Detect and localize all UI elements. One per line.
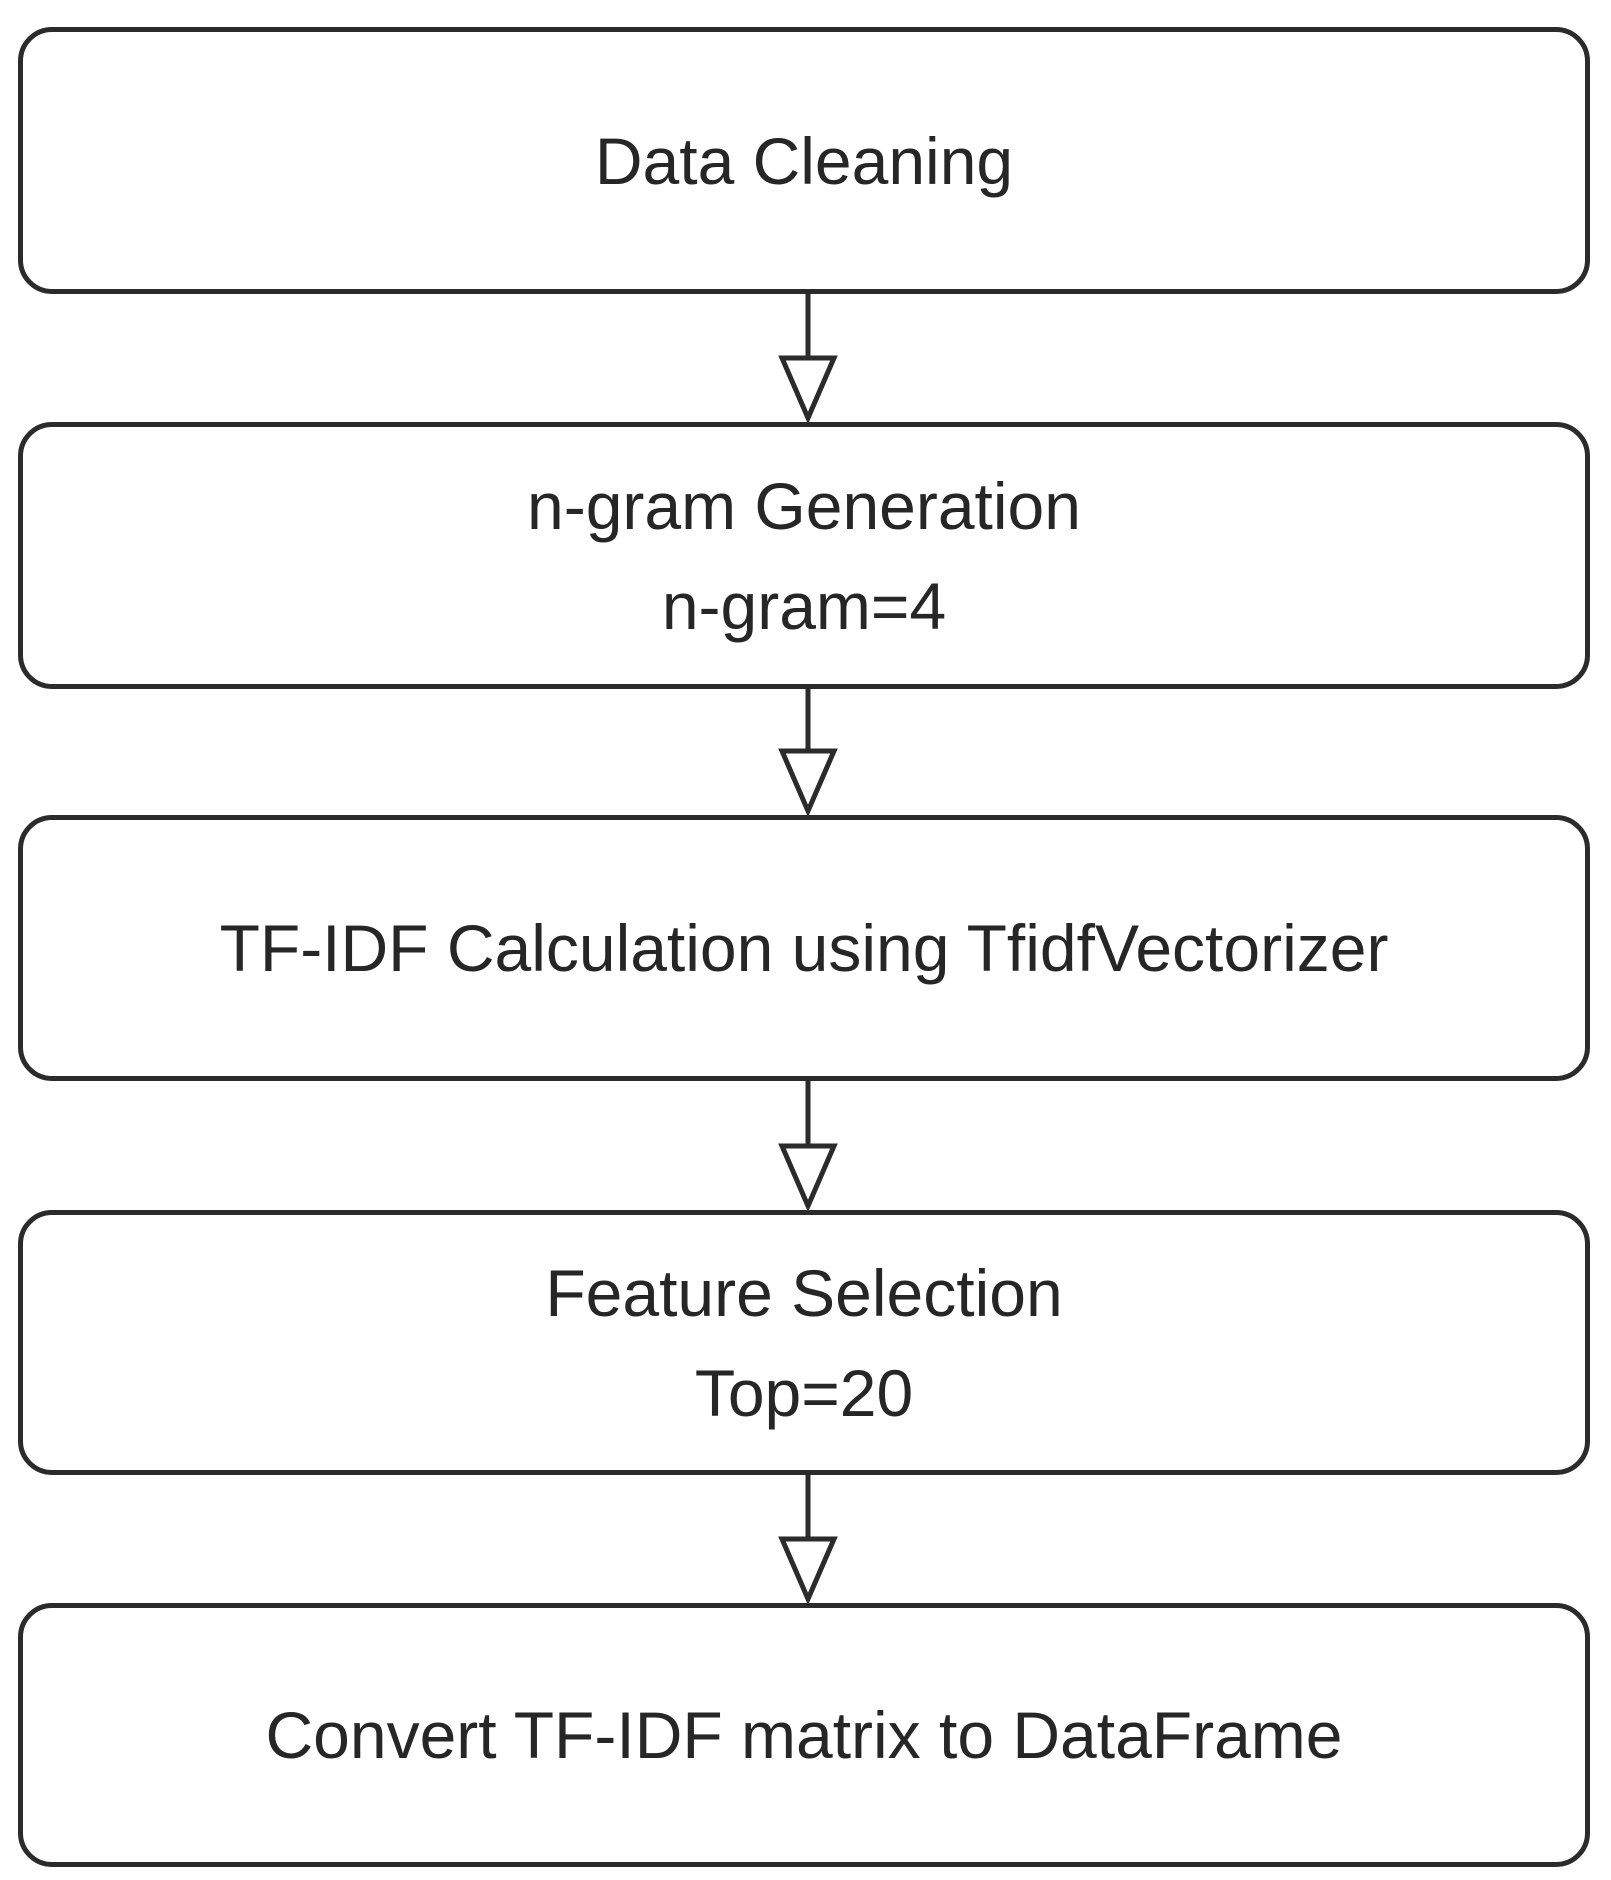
arrow-connector (778, 1081, 838, 1213)
step-label: TF-IDF Calculation using TfidfVectorizer (219, 911, 1389, 985)
step-label: Convert TF-IDF matrix to DataFrame (265, 1698, 1343, 1772)
step-label: Data Cleaning (594, 123, 1014, 198)
arrow-connector (778, 689, 838, 818)
step-tfidf-calculation: TF-IDF Calculation using TfidfVectorizer (18, 815, 1590, 1081)
step-ngram-generation: n-gram Generation n-gram=4 (18, 422, 1590, 689)
arrow-connector (778, 294, 838, 425)
step-parameter: n-gram=4 (661, 568, 947, 643)
step-feature-selection: Feature Selection Top=20 (18, 1210, 1590, 1475)
step-label: Feature Selection (545, 1255, 1063, 1330)
step-label: n-gram Generation (527, 468, 1081, 543)
arrow-connector (778, 1475, 838, 1606)
step-convert-to-dataframe: Convert TF-IDF matrix to DataFrame (18, 1603, 1590, 1867)
step-parameter: Top=20 (694, 1355, 914, 1430)
step-data-cleaning: Data Cleaning (18, 27, 1590, 294)
